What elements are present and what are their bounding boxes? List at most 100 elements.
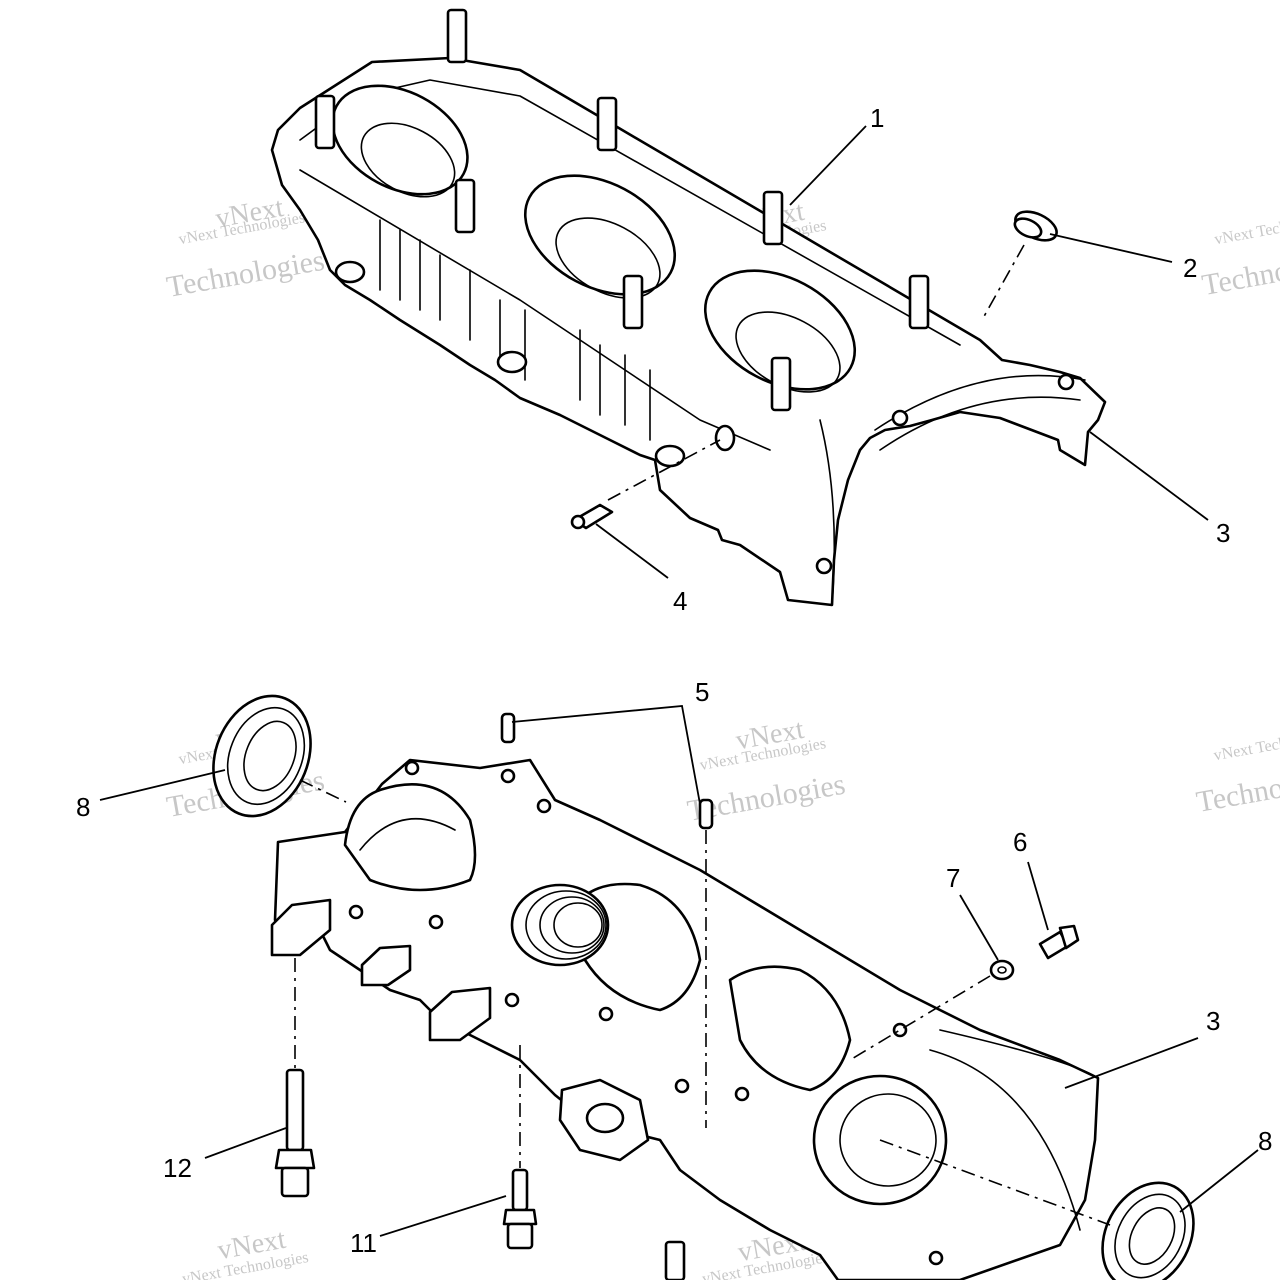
watermark-large-1: Technologies	[164, 244, 327, 304]
seal-ring-1	[510, 883, 610, 967]
cylinder-studs	[314, 8, 930, 412]
callout-3-top: 3	[1216, 518, 1230, 548]
seal-ring-3	[539, 896, 605, 954]
flywheel-side-bearing-inner	[839, 1093, 937, 1187]
axis-pin	[607, 439, 721, 501]
mount-tab-1	[270, 898, 332, 957]
leader-11	[379, 1195, 507, 1237]
callout-5: 5	[695, 677, 709, 707]
stud-2	[314, 94, 336, 150]
callout-4: 4	[673, 586, 687, 616]
part-12-bolt	[274, 1068, 316, 1198]
axis-plug	[981, 244, 1025, 321]
bell-housing-rim-inner	[879, 396, 1081, 451]
mount-boss-2	[496, 350, 528, 374]
mount-tab-2	[428, 986, 492, 1042]
axis-screw	[849, 975, 991, 1061]
leader-4	[595, 523, 669, 579]
bolt-hole	[598, 1006, 614, 1022]
stud-7	[908, 274, 930, 330]
lower-bell-rim	[939, 1029, 1099, 1079]
stud-5	[762, 190, 784, 246]
bolt-11-washer	[502, 1208, 538, 1226]
leader-2	[1049, 233, 1173, 263]
callout-2: 2	[1183, 253, 1197, 283]
stud-bottom	[664, 1240, 686, 1282]
bolt-12-head	[280, 1166, 310, 1198]
dowel-1	[500, 712, 516, 744]
leader-12	[204, 1127, 287, 1159]
pin-head	[570, 514, 586, 530]
bolt-11-shank	[511, 1168, 529, 1212]
callout-labels: 1 2 3 4 5 6 7 3 8 8 11 12	[76, 103, 1272, 1258]
part-11-bolt	[502, 1168, 538, 1250]
bell-bolt-hole-1	[815, 557, 833, 575]
leader-lines	[99, 125, 1259, 1237]
callout-7: 7	[946, 863, 960, 893]
bearing-saddle-1-inner	[359, 817, 456, 851]
mount-tab-3	[360, 944, 412, 987]
bolt-12-washer	[274, 1148, 316, 1170]
seal-right-lip	[1114, 1193, 1186, 1279]
bearing-saddle-3	[728, 965, 852, 1092]
leader-7	[959, 894, 999, 961]
bolt-hole	[404, 760, 420, 776]
leader-6	[1027, 861, 1049, 931]
stud-6	[622, 274, 644, 330]
callout-12: 12	[163, 1153, 192, 1183]
bolt-hole	[536, 798, 552, 814]
mount-boss-1	[334, 260, 366, 284]
callout-8-left: 8	[76, 792, 90, 822]
stud-1	[446, 8, 468, 64]
axis-seal-right	[879, 1139, 1111, 1226]
part-8-seal-left	[212, 694, 312, 818]
plug-face	[1013, 217, 1043, 239]
seal-left-lip	[226, 706, 306, 806]
bolt-hole	[734, 1086, 750, 1102]
stud-4	[454, 178, 476, 234]
watermark-small-3: vNext Technologies	[1213, 209, 1280, 248]
bolt-hole	[504, 992, 520, 1008]
leader-5	[511, 705, 701, 805]
seal-ring-2	[525, 890, 607, 960]
callout-11: 11	[350, 1228, 377, 1258]
part-8-seal-right	[1101, 1181, 1195, 1285]
upper-crankcase	[270, 8, 1107, 607]
cylinder-bore-1	[331, 84, 469, 196]
callout-3-bottom: 3	[1206, 1006, 1220, 1036]
bolt-hole	[428, 914, 444, 930]
leader-3-bottom	[1064, 1037, 1199, 1089]
watermark-small-6: vNext Technologies	[1212, 725, 1280, 764]
callout-8-right: 8	[1258, 1126, 1272, 1156]
bell-bolt-hole-3	[1057, 373, 1075, 391]
bearing-saddle-2	[578, 882, 702, 1012]
pump-port	[585, 1102, 625, 1134]
screw-head	[1058, 924, 1080, 950]
axis-seal-left	[299, 779, 347, 803]
bolt-hole	[674, 1078, 690, 1094]
stud-8	[770, 356, 792, 412]
bolt-hole	[892, 1022, 908, 1038]
seal-left-bore	[243, 720, 297, 792]
cylinder-bore-3	[703, 269, 857, 391]
plug-hole	[714, 424, 736, 452]
bolt-12-shank	[285, 1068, 305, 1152]
leader-3-top	[1089, 431, 1209, 521]
seal-ring-4	[553, 902, 603, 948]
washer	[989, 959, 1015, 981]
labyrinth-seal	[510, 883, 610, 967]
bearing-saddle-1	[343, 782, 477, 892]
leader-8-right	[1179, 1149, 1259, 1213]
dowel-2	[698, 798, 714, 830]
seal-right-bore	[1128, 1207, 1176, 1265]
bolt-hole	[928, 1250, 944, 1266]
callout-6: 6	[1013, 827, 1027, 857]
flange-bolt-holes	[348, 760, 944, 1266]
upper-crankcase-ribs	[379, 219, 651, 441]
bolt-hole	[348, 904, 364, 920]
cylinder-bore-2-inner	[555, 217, 661, 299]
bell-housing-side	[819, 419, 836, 606]
bolt-11-head	[506, 1222, 534, 1250]
